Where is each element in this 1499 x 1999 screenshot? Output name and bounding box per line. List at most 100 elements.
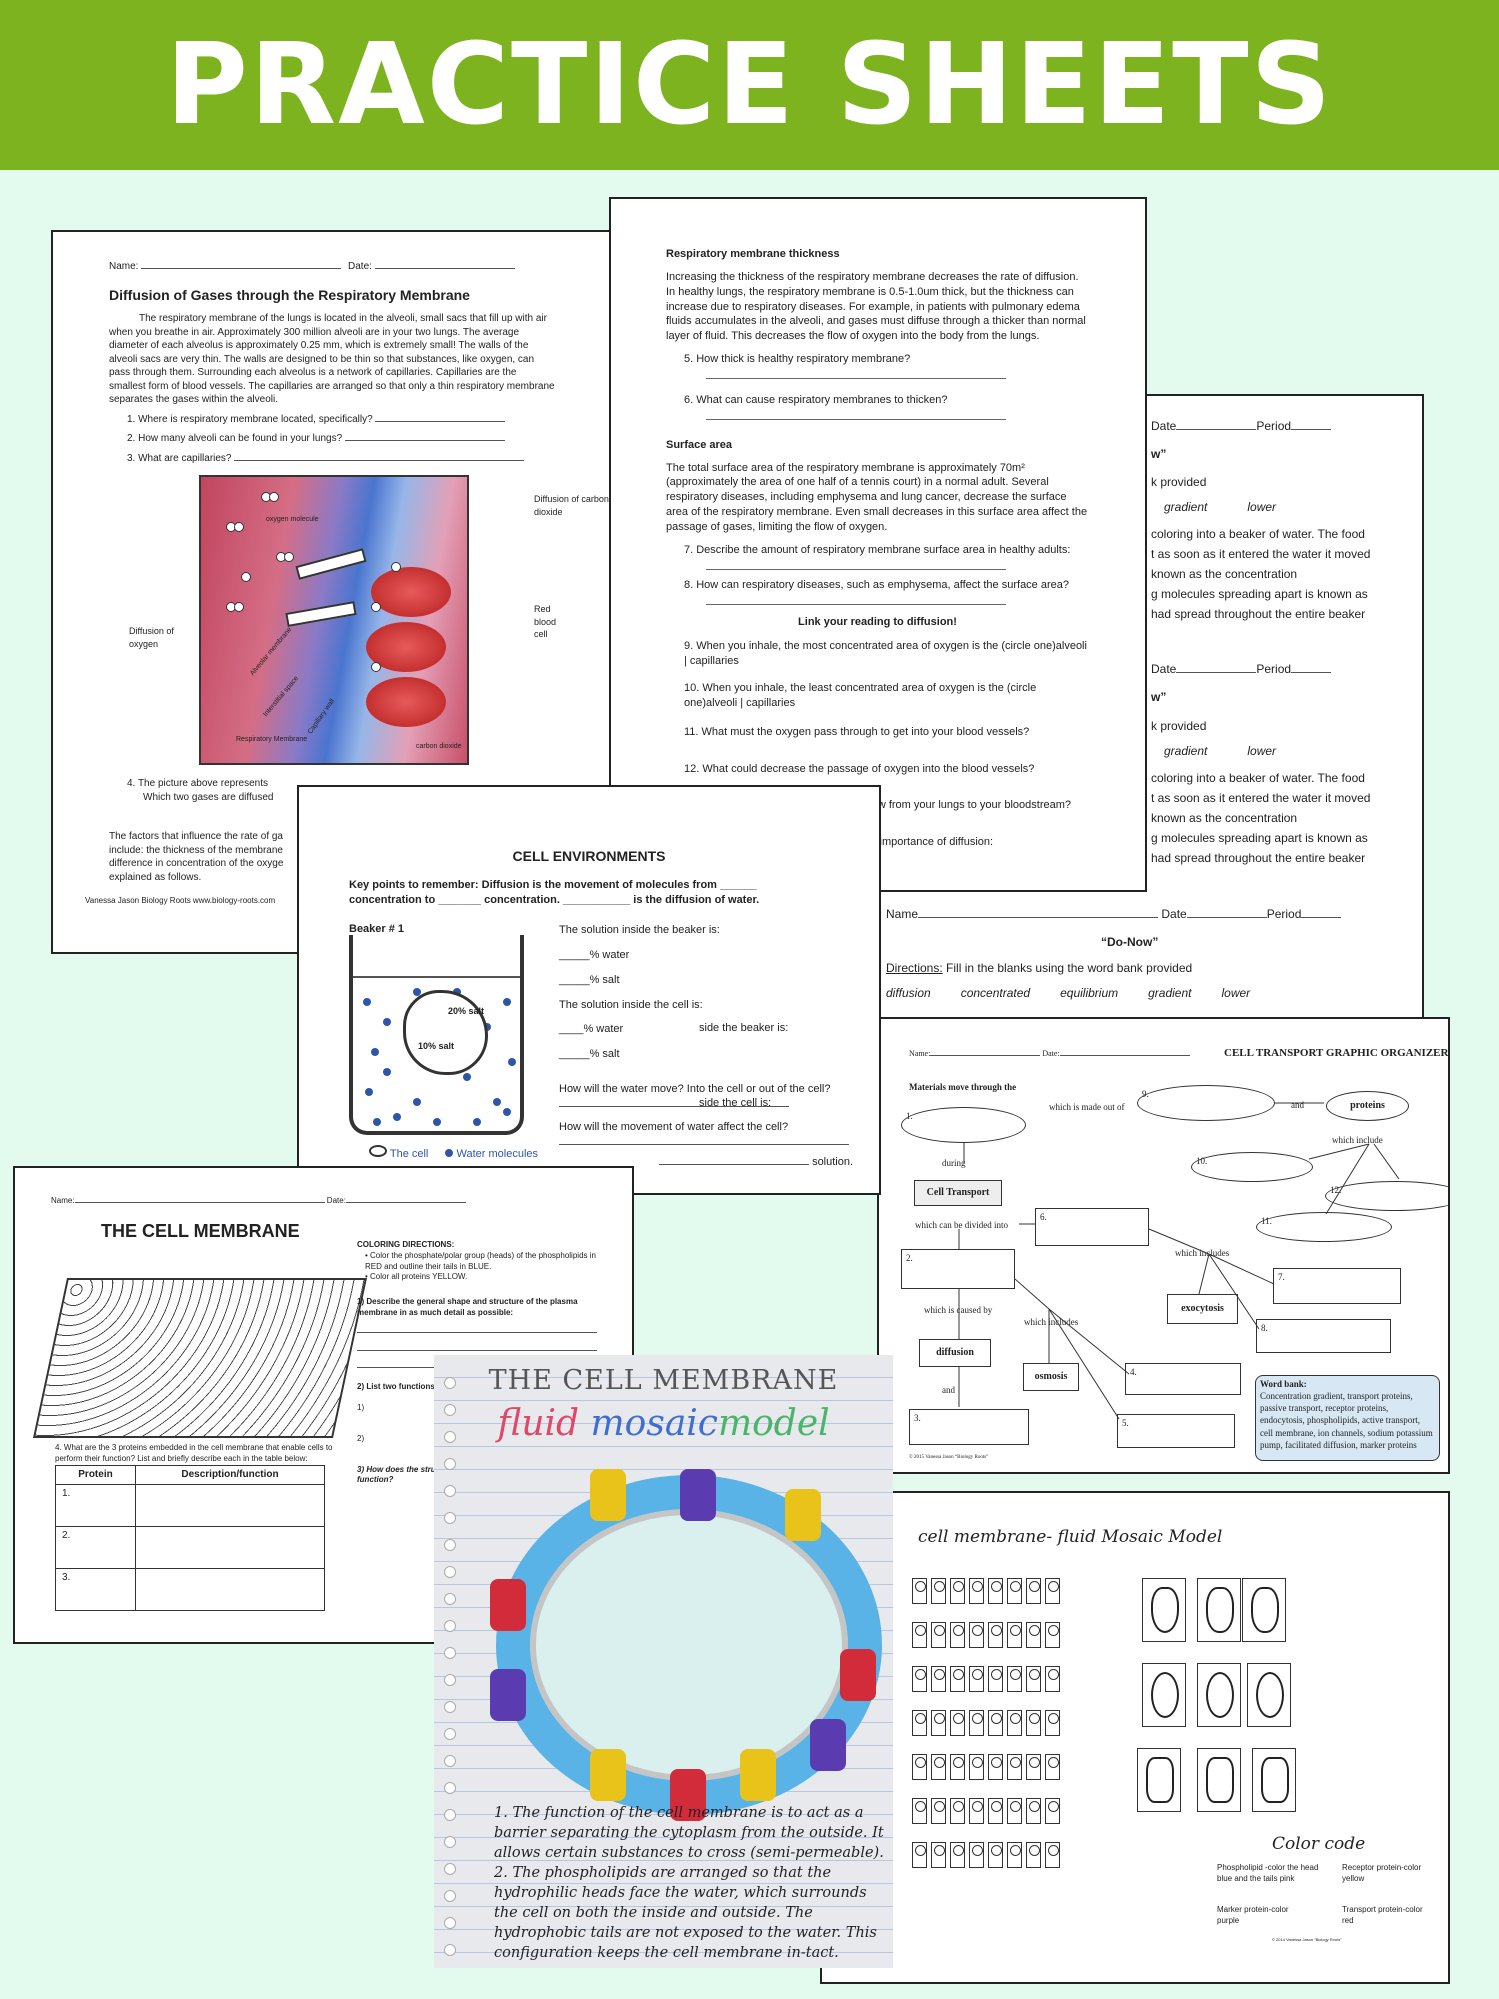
directions-fragment: k provided [1151,719,1207,733]
phospholipid-cutout [912,1622,927,1648]
question-12: 12. What could decrease the passage of o… [684,762,1035,775]
sheet-diffusion-of-gases: Name: Date: Diffusion of Gases through t… [51,230,613,954]
banner-title: PRACTICE SHEETS [165,20,1334,150]
cutouts-title: cell membrane- fluid Mosaic Model [918,1527,1223,1547]
phospholipid-cutout [969,1754,984,1780]
node-10: 10. [1191,1152,1313,1182]
label-20-salt: 20% salt [448,1006,485,1016]
phospholipid-cutout [1026,1666,1041,1692]
phospholipid-cutout [988,1666,1003,1692]
phospholipid-cutout [988,1842,1003,1868]
phospholipid-cutout [912,1842,927,1868]
node-text: which is caused by [924,1305,993,1315]
label-diffusion-o2: Diffusion of oxygen [129,626,174,649]
date-label: Date: [348,261,372,272]
copyright: © 2015 Vanessa Jason “Biology Roots” [909,1455,989,1460]
phospholipid-cutout [931,1578,946,1604]
label-alveolar: Alveolar membrane [248,626,294,678]
passage-line: t as soon as it entered the water it mov… [1151,791,1371,805]
fragment-text: side the cell is: [699,1097,772,1109]
binder-hole [444,1377,456,1389]
legend-phospholipid: Phospholipid -color the head blue and th… [1217,1863,1319,1883]
passage-line: had spread throughout the entire beaker [1151,851,1366,865]
sheet1-title: Diffusion of Gases through the Respirato… [109,286,470,303]
node-text: Materials move through the [909,1082,1017,1092]
phospholipid-cutout [931,1754,946,1780]
phospholipid-cutout [931,1666,946,1692]
phospholipid-cutout [950,1754,965,1780]
phospholipid-cutout [1026,1710,1041,1736]
node-exocytosis: exocytosis [1167,1294,1238,1324]
binder-hole [444,1593,456,1605]
question-7: 7. Describe the amount of respiratory me… [684,543,1071,556]
binder-hole [444,1485,456,1497]
question-4: 4. What are the 3 proteins embedded in t… [55,1443,333,1463]
question-8: 8. How can respiratory diseases, such as… [684,578,1069,591]
phospholipid-cutout [969,1622,984,1648]
node-5: 5. [1117,1414,1235,1448]
node-text: which can be divided into [915,1220,1008,1230]
water-molecule [508,1058,516,1066]
node-4: 4. [1125,1363,1241,1395]
question-14-fragment: u the importance of diffusion: [852,836,994,849]
passage-line: t as soon as it entered the water it mov… [1151,547,1371,561]
binder-hole [444,1782,456,1794]
node-diffusion: diffusion [919,1339,991,1367]
phospholipid-cutout [1007,1710,1022,1736]
factors-paragraph: The factors that influence the rate of g… [109,831,284,883]
node-text: during [942,1158,966,1168]
water-molecule [383,1068,391,1076]
coloring-directions: COLORING DIRECTIONS: • Color the phospha… [357,1240,597,1485]
binder-hole [444,1890,456,1902]
binder-hole [444,1809,456,1821]
legend-marker: Marker protein-color purple [1217,1905,1289,1925]
passage-line: known as the concentration [1151,811,1298,825]
binder-holes [444,1355,456,1968]
phospholipid-cutout [1045,1710,1060,1736]
passage-line: coloring into a beaker of water. The foo… [1151,771,1365,785]
binder-hole [444,1944,456,1956]
node-text: which include [1332,1135,1383,1145]
beaker-label: Beaker # 1 [349,922,405,935]
water-molecule [393,1113,401,1121]
water-molecule [503,1108,511,1116]
water-molecule [493,1098,501,1106]
directions-fragment: k provided [1151,475,1207,489]
phospholipid-cutout [912,1578,927,1604]
footer: Vanessa Jason Biology Roots www.biology-… [85,896,276,906]
sheet-respiratory-membrane-thickness: Respiratory membrane thickness Increasin… [609,197,1147,892]
phospholipid-cutout [988,1622,1003,1648]
binder-hole [444,1539,456,1551]
membrane-illustration [32,1278,368,1438]
phospholipid-cutout [1007,1578,1022,1604]
color-code-title: Color code [1272,1834,1366,1854]
passage-line: had spread throughout the entire beaker [1151,607,1366,621]
water-molecule [373,1118,381,1126]
binder-hole [444,1458,456,1470]
section-heading-thickness: Respiratory membrane thickness [666,248,840,260]
water-molecule [371,1048,379,1056]
phospholipid-cutout [969,1578,984,1604]
binder-hole [444,1566,456,1578]
phospholipid-cutout [912,1798,927,1824]
node-osmosis: osmosis [1023,1363,1079,1391]
question-9: 9. When you inhale, the most concentrate… [684,640,1087,668]
phospholipid-cutout [931,1842,946,1868]
label-10-salt: 10% salt [418,1041,455,1051]
phospholipid-cutout [950,1578,965,1604]
word-bank: Word bank: Concentration gradient, trans… [1255,1375,1440,1461]
binder-hole [444,1701,456,1713]
phospholipid-cutout [931,1710,946,1736]
question-6: 6. What can cause respiratory membranes … [684,393,948,406]
water-molecule [503,998,511,1006]
respiratory-membrane-diagram: oxygen molecule Alveolar membrane Inters… [109,475,609,766]
node-proteins: proteins [1326,1091,1409,1121]
phospholipid-cutout [912,1754,927,1780]
phospholipid-cutout [950,1622,965,1648]
label-oxygen-molecule: oxygen molecule [266,516,319,524]
name-date-row: Name: Date: [51,1196,596,1207]
water-molecule [363,998,371,1006]
cell-shape [403,990,488,1075]
